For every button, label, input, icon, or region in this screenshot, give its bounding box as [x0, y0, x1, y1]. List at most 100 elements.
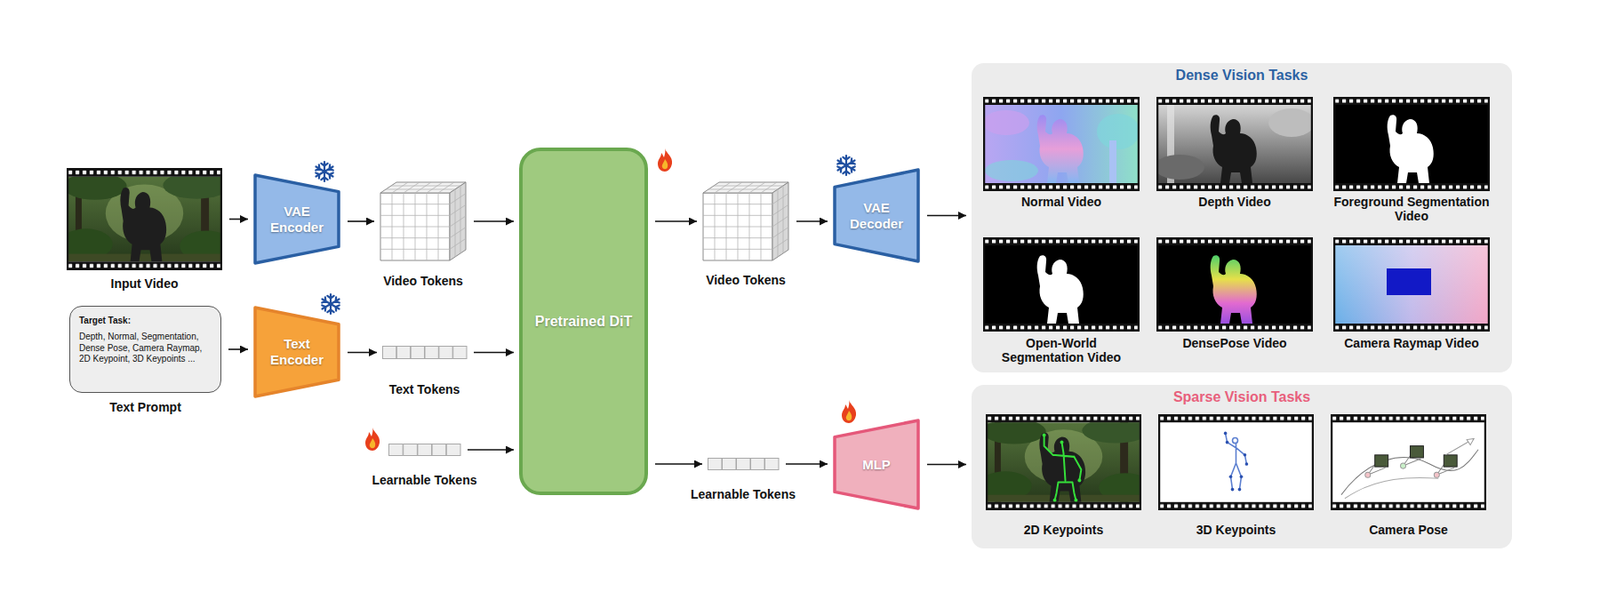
token-cell	[751, 458, 766, 471]
text-holder: VAE Encoder	[253, 173, 341, 265]
cube-grid	[708, 189, 778, 191]
cube-grid	[713, 185, 784, 187]
cube-outline	[702, 181, 790, 262]
trapezoid-shape	[834, 420, 919, 509]
token-cube: Video Tokens	[702, 181, 790, 262]
film-frame-art	[983, 237, 1140, 332]
task-panel: Dense Vision TasksNormal VideoDepth Vide…	[971, 63, 1512, 373]
cube-grid	[449, 216, 466, 227]
flow-arrow	[473, 352, 514, 354]
cube-grid	[438, 192, 440, 261]
film-frame-art	[59, 168, 233, 271]
mlp-head: MLP	[832, 418, 920, 511]
strip-outline	[388, 443, 461, 456]
flow-arrow	[655, 220, 697, 223]
caption-label: 2D Keypoints	[985, 522, 1143, 537]
film-frame: 2D Keypoints	[985, 414, 1142, 511]
token-cell	[736, 458, 752, 471]
caption-label: Input Video	[56, 276, 234, 291]
panel-ground	[971, 63, 1512, 373]
task-panel: Sparse Vision Tasks2D Keypoints3D Keypoi…	[971, 384, 1512, 549]
film-frame-art	[983, 96, 1140, 192]
token-cell	[722, 458, 737, 471]
trainable-icon	[841, 400, 856, 424]
caption-label: Text Prompt	[56, 400, 235, 415]
caption-label: Normal Video	[983, 194, 1140, 209]
cube-face	[380, 192, 450, 261]
cube-grid	[772, 204, 789, 216]
prompt-text: Depth, Normal, Segmentation, Dense Pose,…	[79, 331, 212, 366]
film-frame-art	[1333, 237, 1490, 332]
cube-face	[772, 182, 789, 261]
caption-label: Learnable Tokens	[672, 487, 815, 502]
token-cell	[439, 346, 453, 360]
cube-grid	[772, 238, 789, 249]
film-frame-art	[1333, 96, 1490, 192]
film-frame: Camera Raymap Video	[1333, 237, 1490, 332]
dit-block: Pretrained DiT	[519, 147, 648, 496]
cube-grid	[760, 182, 777, 193]
text-holder: MLP	[832, 418, 920, 511]
caption-label: Camera Raymap Video	[1333, 336, 1490, 351]
panel-title: Sparse Vision Tasks	[971, 389, 1512, 406]
cube-grid	[783, 185, 784, 254]
cube-grid	[772, 216, 789, 227]
flow-arrow	[927, 464, 967, 466]
trainable-icon	[365, 427, 380, 451]
flow-arrow	[473, 220, 514, 223]
token-cell	[432, 444, 447, 456]
token-cell	[424, 346, 439, 360]
cube-face	[703, 192, 773, 261]
caption-label: Open-World Segmentation Video	[983, 336, 1140, 365]
cube-face	[449, 182, 466, 261]
frozen-icon	[314, 161, 336, 182]
token-cell	[765, 458, 780, 471]
cube-grid	[449, 238, 466, 249]
token-cell	[389, 444, 404, 456]
film-frame-art	[1156, 237, 1313, 332]
cube-grid	[455, 189, 456, 257]
film-frame-art	[978, 414, 1152, 511]
flow-arrow	[467, 448, 514, 451]
token-cell	[403, 444, 418, 456]
caption-label: Foreground Segmentation Video	[1333, 194, 1490, 224]
film-frame: 3D Keypoints	[1158, 414, 1314, 511]
token-cell	[446, 444, 461, 456]
token-cell	[383, 346, 397, 360]
cube-grid	[385, 189, 456, 191]
cube-grid	[449, 227, 466, 239]
film-frame-art	[1330, 414, 1487, 511]
prompt-text: Target Task:	[79, 315, 212, 326]
trapezoid-shape	[834, 169, 919, 262]
film-frame: Foreground Segmentation Video	[1333, 96, 1490, 192]
film-frame: Input Video	[66, 168, 223, 271]
film-frame: Normal Video	[983, 96, 1140, 192]
trainable-icon	[657, 148, 672, 172]
token-strip: Text Tokens	[382, 345, 467, 360]
panel-title: Dense Vision Tasks	[971, 67, 1512, 84]
cube-grid	[380, 226, 450, 228]
cube-grid	[749, 192, 751, 261]
token-strip: Learnable Tokens	[707, 457, 779, 471]
block-label: VAE Decoder	[844, 200, 909, 232]
caption-label: 3D Keypoints	[1158, 522, 1315, 537]
flow-arrow	[655, 463, 703, 465]
token-cell	[708, 458, 723, 471]
film-frame: DensePose Video	[1156, 237, 1313, 332]
frozen-icon	[320, 294, 342, 314]
film-frame-art	[1158, 414, 1314, 511]
flow-arrow	[927, 215, 967, 217]
token-cell	[453, 346, 467, 360]
trapezoid-shape	[255, 307, 339, 397]
cube-grid	[426, 192, 428, 261]
block-label: Pretrained DiT	[535, 312, 633, 330]
text-holder: Dense Vision Tasks	[971, 67, 1512, 84]
flow-arrow	[796, 220, 828, 223]
cube-grid	[703, 237, 773, 239]
text-prompt-box: Target Task: Depth, Normal, Segmentation,…	[69, 305, 222, 393]
block-label: MLP	[844, 456, 909, 473]
token-cube: Video Tokens	[379, 181, 467, 262]
